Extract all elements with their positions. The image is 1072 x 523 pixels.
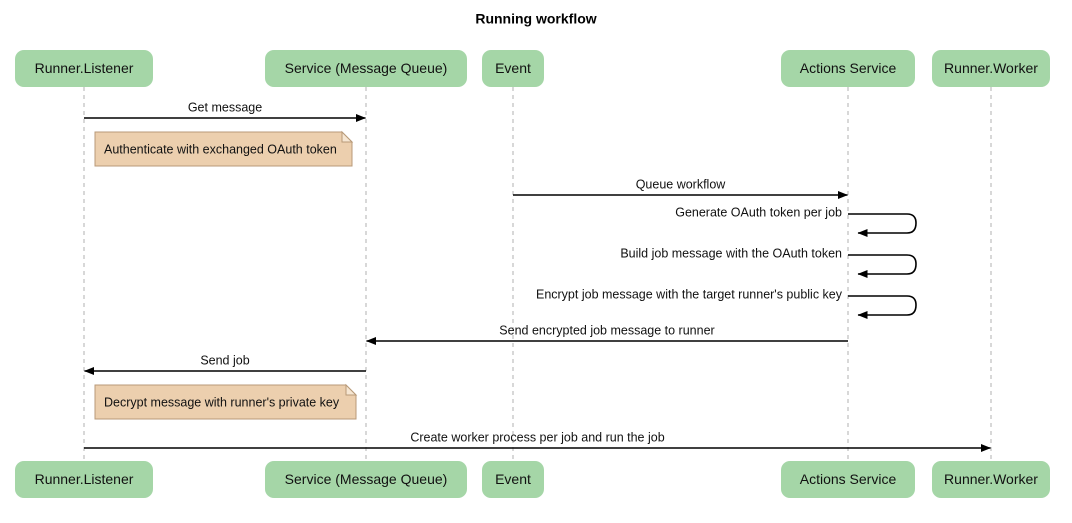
participant-label: Actions Service bbox=[800, 471, 897, 487]
participant-box[interactable] bbox=[482, 50, 544, 87]
participant-label: Actions Service bbox=[800, 60, 897, 76]
participant-label: Runner.Worker bbox=[944, 60, 1038, 76]
participant-service-queue-bottom[interactable]: Service (Message Queue) bbox=[265, 461, 467, 498]
note-fold-corner bbox=[341, 130, 354, 143]
participant-label: Runner.Listener bbox=[35, 60, 134, 76]
diagram-title-group: Running workflow bbox=[475, 11, 596, 27]
participant-box[interactable] bbox=[15, 461, 153, 498]
participant-label: Service (Message Queue) bbox=[285, 471, 448, 487]
participant-box[interactable] bbox=[265, 461, 467, 498]
participant-box[interactable] bbox=[15, 50, 153, 87]
note-authenticate: Authenticate with exchanged OAuth token bbox=[94, 130, 354, 167]
participants-bottom-group: Runner.Listener Service (Message Queue) Ev… bbox=[15, 461, 1050, 498]
message-create-worker: Create worker process per job and run th… bbox=[84, 430, 991, 452]
message-label: Generate OAuth token per job bbox=[675, 205, 842, 219]
participant-service-queue-top[interactable]: Service (Message Queue) bbox=[265, 50, 467, 87]
notes-group: Authenticate with exchanged OAuth tokenD… bbox=[94, 130, 358, 420]
message-label: Send encrypted job message to runner bbox=[499, 323, 714, 337]
participant-box[interactable] bbox=[781, 461, 915, 498]
message-label: Encrypt job message with the target runn… bbox=[536, 287, 843, 301]
participant-label: Event bbox=[495, 471, 531, 487]
message-label: Create worker process per job and run th… bbox=[410, 430, 664, 444]
participant-runner-worker-top[interactable]: Runner.Worker bbox=[932, 50, 1050, 87]
participant-label: Event bbox=[495, 60, 531, 76]
note-fold-corner bbox=[345, 383, 358, 396]
message-build-job-message: Build job message with the OAuth token bbox=[620, 246, 917, 278]
participant-event-top[interactable]: Event bbox=[482, 50, 544, 87]
note-label: Authenticate with exchanged OAuth token bbox=[104, 142, 337, 156]
participant-box[interactable] bbox=[932, 461, 1050, 498]
lifelines-group bbox=[83, 87, 992, 461]
participant-actions-service-bottom[interactable]: Actions Service bbox=[781, 461, 915, 498]
participant-event-bottom[interactable]: Event bbox=[482, 461, 544, 498]
participant-runner-listener-bottom[interactable]: Runner.Listener bbox=[15, 461, 153, 498]
participant-runner-worker-bottom[interactable]: Runner.Worker bbox=[932, 461, 1050, 498]
participant-label: Service (Message Queue) bbox=[285, 60, 448, 76]
note-body bbox=[94, 131, 353, 167]
participant-box[interactable] bbox=[781, 50, 915, 87]
message-get-message: Get message bbox=[84, 100, 366, 122]
note-label: Decrypt message with runner's private ke… bbox=[104, 395, 340, 409]
participant-box[interactable] bbox=[265, 50, 467, 87]
self-loop-path bbox=[848, 295, 917, 319]
message-send-job: Send job bbox=[84, 353, 366, 375]
message-label: Queue workflow bbox=[636, 177, 727, 191]
participant-box[interactable] bbox=[932, 50, 1050, 87]
message-label: Send job bbox=[200, 353, 249, 367]
message-encrypt-job: Encrypt job message with the target runn… bbox=[536, 287, 917, 319]
participant-label: Runner.Listener bbox=[35, 471, 134, 487]
participant-label: Runner.Worker bbox=[944, 471, 1038, 487]
message-label: Get message bbox=[188, 100, 262, 114]
participants-top-group: Runner.Listener Service (Message Queue) Ev… bbox=[15, 50, 1050, 87]
participant-box[interactable] bbox=[482, 461, 544, 498]
message-generate-token: Generate OAuth token per job bbox=[675, 205, 917, 237]
note-body bbox=[94, 384, 357, 420]
message-label: Build job message with the OAuth token bbox=[620, 246, 842, 260]
message-queue-workflow: Queue workflow bbox=[513, 177, 848, 199]
note-decrypt: Decrypt message with runner's private ke… bbox=[94, 383, 358, 420]
message-send-encrypted: Send encrypted job message to runner bbox=[366, 323, 848, 345]
self-loop-path bbox=[848, 213, 917, 237]
participant-runner-listener-top[interactable]: Runner.Listener bbox=[15, 50, 153, 87]
page-title: Running workflow bbox=[475, 11, 596, 27]
participant-actions-service-top[interactable]: Actions Service bbox=[781, 50, 915, 87]
self-loop-path bbox=[848, 254, 917, 278]
